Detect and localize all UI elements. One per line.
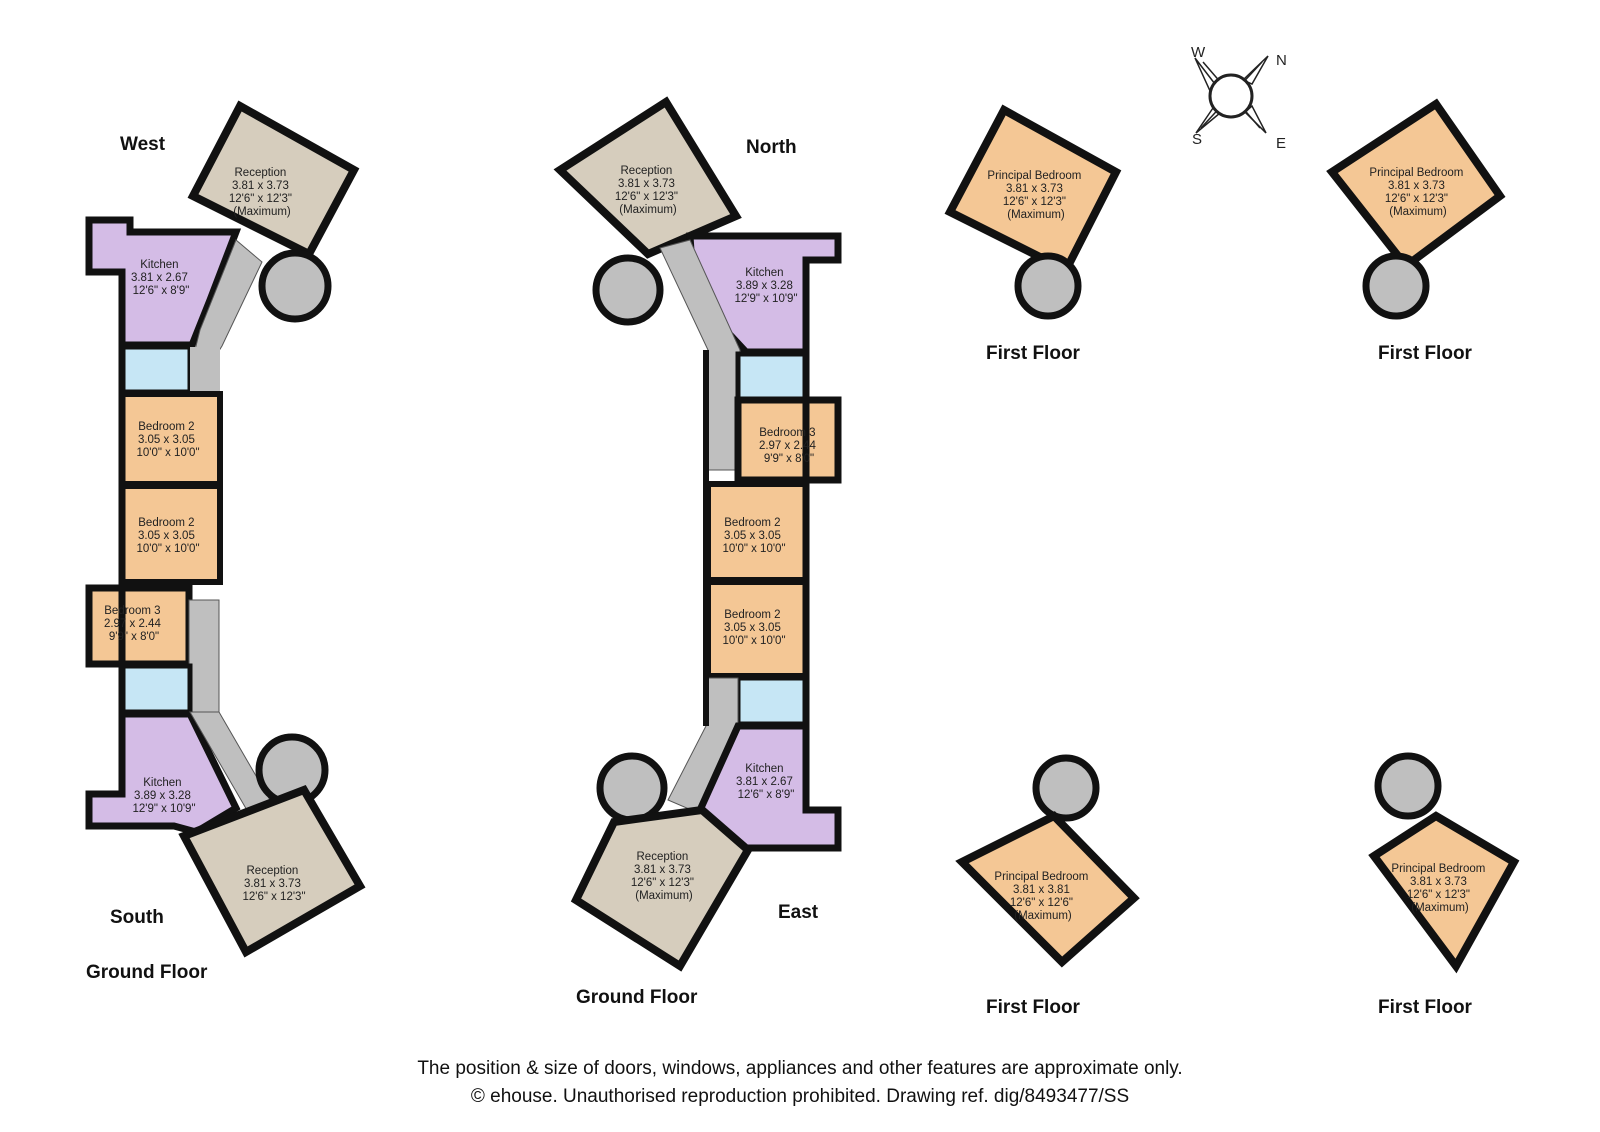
plan2-bedroom3-label: Bedroom 3 2.97 x 2.44 9'9" x 8'0" bbox=[759, 427, 819, 465]
first-floor-plan-3: Principal Bedroom 3.81 x 3.81 12'6" x 12… bbox=[955, 754, 1140, 968]
ff1-label: Principal Bedroom 3.81 x 3.73 12'6" x 12… bbox=[987, 170, 1084, 221]
plan1-reception-bottom bbox=[178, 785, 366, 958]
plan2-kitchen-top-label: Kitchen 3.89 x 3.28 12'9" x 10'9" bbox=[734, 267, 797, 305]
plan1-bedroom2-a bbox=[119, 391, 223, 487]
plan2-bedroom2-b-label: Bedroom 2 3.05 x 3.05 10'0" x 10'0" bbox=[722, 609, 785, 647]
west-label: West bbox=[120, 134, 166, 155]
north-label: North bbox=[746, 137, 797, 158]
plan2-bathroom-top bbox=[735, 351, 809, 403]
first-floor-plan-1: Principal Bedroom 3.81 x 3.73 12'6" x 12… bbox=[944, 104, 1122, 320]
first-floor-label-2: First Floor bbox=[1378, 343, 1473, 364]
plan2-reception-bottom-label: Reception 3.81 x 3.73 12'6" x 12'3" (Max… bbox=[631, 851, 697, 902]
plan2-kitchen-bottom-label: Kitchen 3.81 x 2.67 12'6" x 8'9" bbox=[736, 763, 796, 801]
compass-w-label: W bbox=[1191, 44, 1206, 61]
plan1-kitchen-top-label: Kitchen 3.81 x 2.67 12'6" x 8'9" bbox=[131, 259, 191, 297]
plan2-stair-top bbox=[592, 254, 664, 326]
ff3-label: Principal Bedroom 3.81 x 3.81 12'6" x 12… bbox=[994, 871, 1091, 922]
plan1-hall-mid bbox=[188, 599, 220, 716]
plan1-reception-bottom-label: Reception 3.81 x 3.73 12'6" x 12'3" bbox=[242, 865, 305, 903]
ground-floor-label-2: Ground Floor bbox=[576, 987, 698, 1008]
plan2-reception-bottom bbox=[570, 805, 754, 972]
east-label: East bbox=[778, 902, 819, 923]
plan1-bathroom-bottom bbox=[119, 663, 193, 715]
first-floor-plan-2: Principal Bedroom 3.81 x 3.73 12'6" x 12… bbox=[1326, 98, 1506, 320]
first-floor-label-3: First Floor bbox=[986, 997, 1081, 1018]
plan1-kitchen-top bbox=[85, 216, 242, 349]
plan1-bedroom2-a-label: Bedroom 2 3.05 x 3.05 10'0" x 10'0" bbox=[136, 421, 199, 459]
plan2-bedroom2-a-label: Bedroom 2 3.05 x 3.05 10'0" x 10'0" bbox=[722, 517, 785, 555]
plan2-reception-top bbox=[553, 96, 742, 259]
first-floor-label-4: First Floor bbox=[1378, 997, 1473, 1018]
compass-e-label: E bbox=[1276, 135, 1286, 152]
plan1-kitchen-bottom bbox=[85, 710, 241, 836]
plan-2-ground-floor bbox=[553, 96, 842, 972]
plan1-bedroom2-b-label: Bedroom 2 3.05 x 3.05 10'0" x 10'0" bbox=[136, 517, 199, 555]
ground-floor-label-1: Ground Floor bbox=[86, 962, 208, 983]
plan1-reception-top-label: Reception 3.81 x 3.73 12'6" x 12'3" (Max… bbox=[229, 167, 295, 218]
compass-rose: W N S E bbox=[1191, 44, 1287, 152]
plan1-stair-top bbox=[258, 249, 332, 323]
plan2-reception-top-label: Reception 3.81 x 3.73 12'6" x 12'3" (Max… bbox=[615, 165, 681, 216]
first-floor-plan-4: Principal Bedroom 3.81 x 3.73 12'6" x 12… bbox=[1368, 752, 1520, 974]
ff4-label: Principal Bedroom 3.81 x 3.73 12'6" x 12… bbox=[1391, 863, 1488, 914]
copyright-text: © ehouse. Unauthorised reproduction proh… bbox=[470, 1086, 1130, 1107]
plan2-bedroom3 bbox=[734, 396, 842, 484]
plan1-kitchen-bottom-label: Kitchen 3.89 x 3.28 12'9" x 10'9" bbox=[132, 777, 195, 815]
plan1-bedroom3-label: Bedroom 3 2.97 x 2.44 9'9" x 8'0" bbox=[104, 605, 164, 643]
compass-n-label: N bbox=[1276, 52, 1287, 69]
first-floor-label-1: First Floor bbox=[986, 343, 1081, 364]
south-label: South bbox=[110, 907, 164, 928]
compass-s-label: S bbox=[1192, 131, 1202, 148]
disclaimer-text: The position & size of doors, windows, a… bbox=[417, 1058, 1183, 1079]
plan-1-ground-floor bbox=[85, 100, 366, 958]
plan2-stair-bottom bbox=[596, 752, 668, 824]
plan1-bathroom-top bbox=[119, 344, 193, 395]
plan2-labels: Reception 3.81 x 3.73 12'6" x 12'3" (Max… bbox=[615, 165, 819, 902]
plan1-labels: Reception 3.81 x 3.73 12'6" x 12'3" (Max… bbox=[104, 167, 306, 903]
plan2-bathroom-bottom bbox=[735, 675, 809, 727]
ff2-label: Principal Bedroom 3.81 x 3.73 12'6" x 12… bbox=[1369, 167, 1466, 218]
